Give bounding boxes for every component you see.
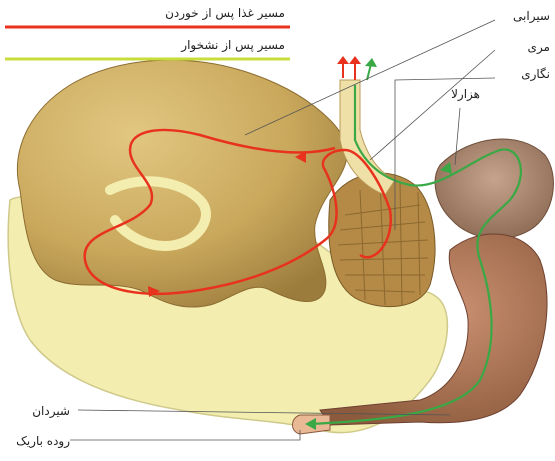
legend-label-after-rumination: مسیر پس از نشخوار — [145, 38, 285, 52]
esophagus-arrows — [337, 56, 377, 80]
label-reticulum: نگاری — [495, 67, 550, 81]
legend-label-after-eating: مسیر غذا پس از خوردن — [145, 6, 285, 20]
label-small-intestine: روده باریک — [5, 434, 70, 448]
label-omasum: هزارلا — [420, 87, 480, 101]
label-rumen: سیرابی — [495, 9, 550, 23]
omasum — [435, 139, 553, 239]
label-esophagus: مری — [495, 40, 550, 54]
label-abomasum: شیردان — [10, 404, 70, 418]
